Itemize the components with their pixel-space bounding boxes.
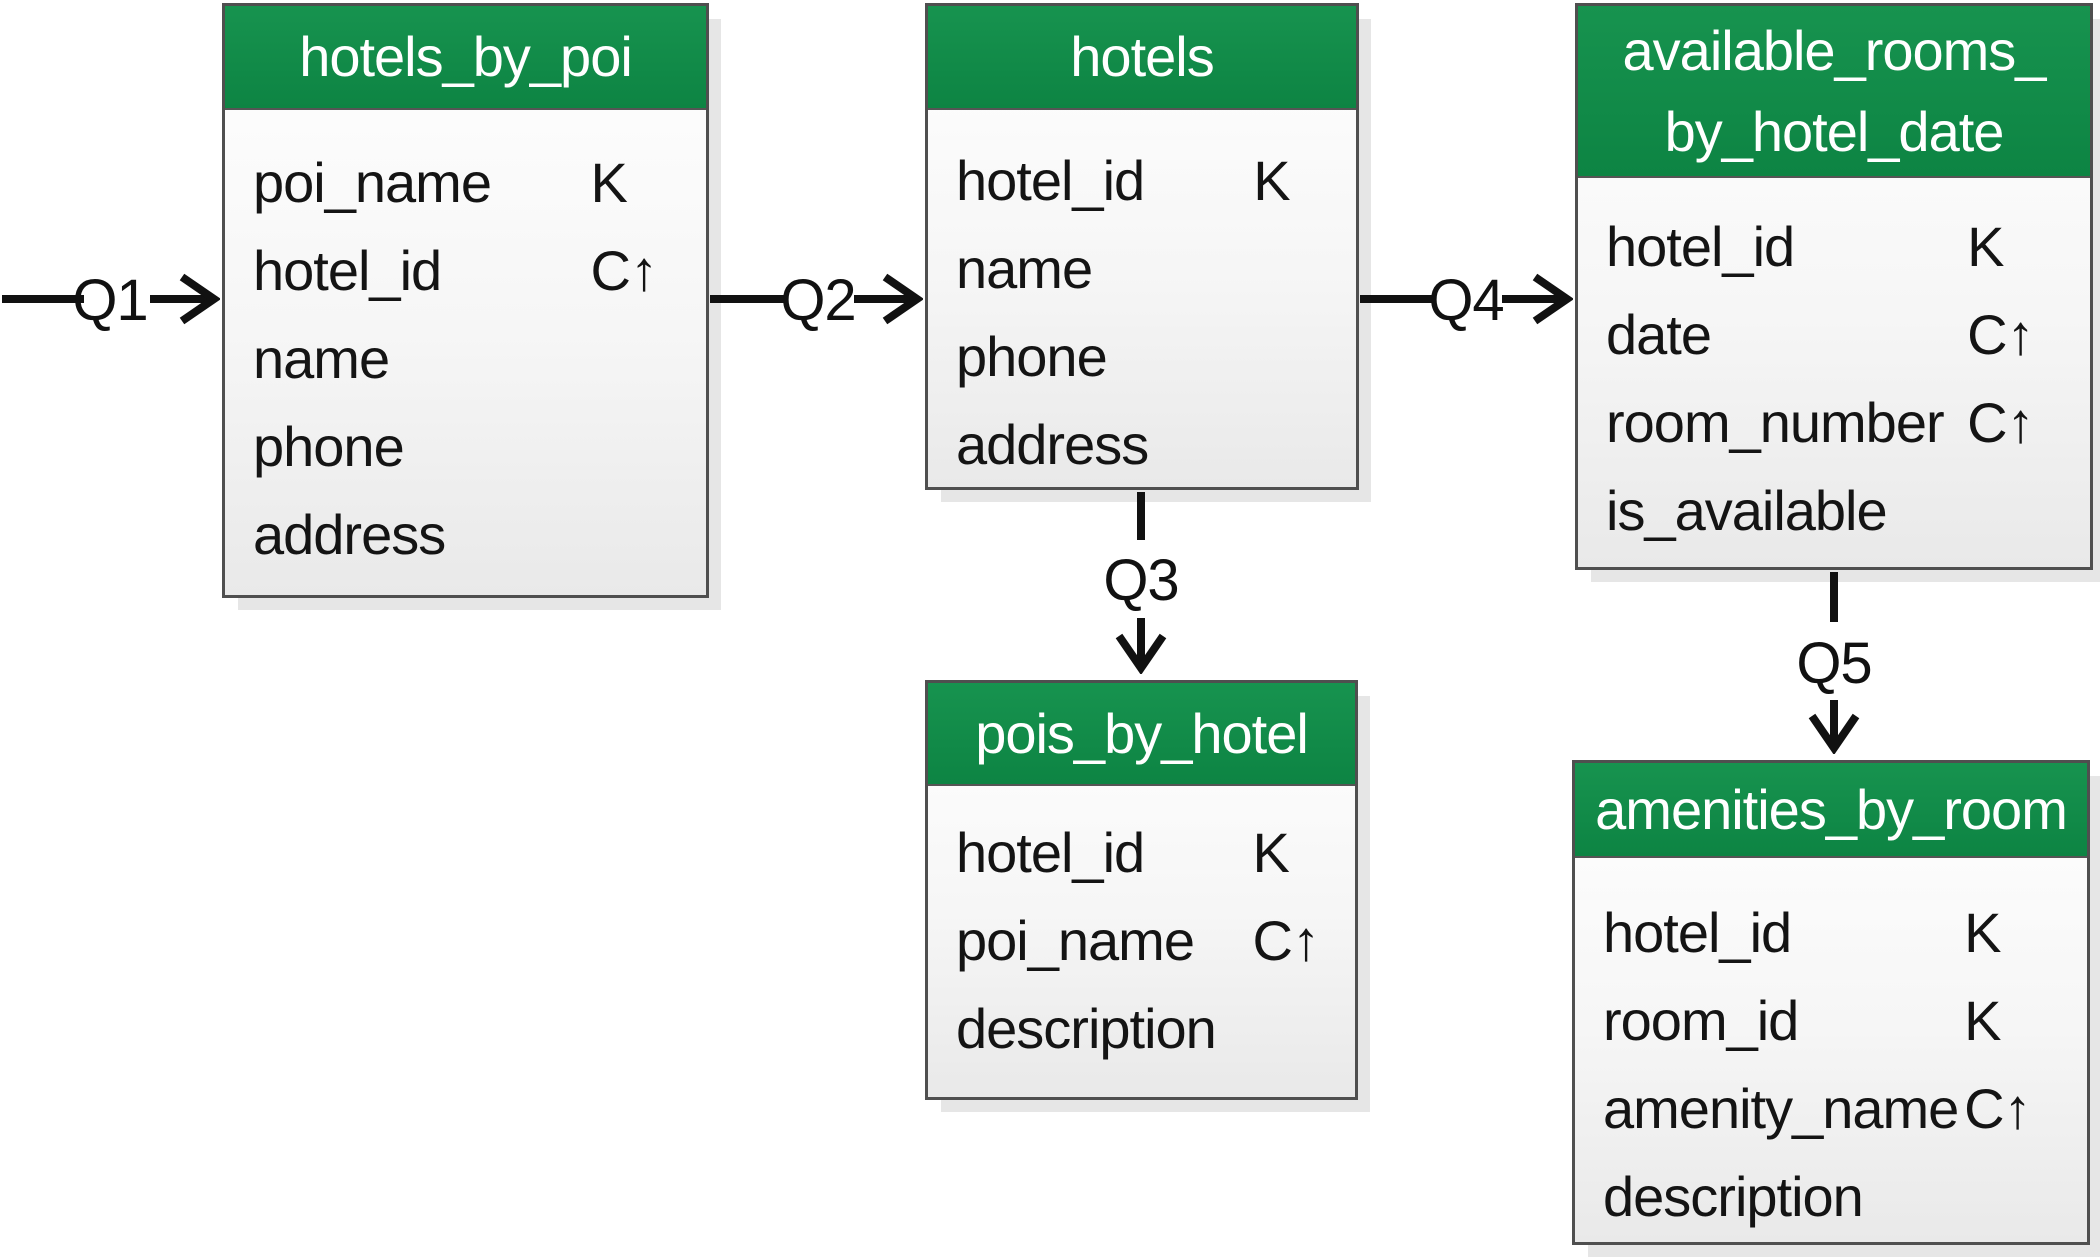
field-row: description bbox=[928, 984, 1355, 1072]
clustering-key-badge: C↑ bbox=[1964, 1076, 2031, 1140]
table-available-rooms-by-hotel-date: available_rooms_ by_hotel_date hotel_id … bbox=[1575, 3, 2093, 570]
table-body: hotel_id K date C↑ room_number C↑ is_ava… bbox=[1578, 178, 2090, 554]
column-name: poi_name bbox=[956, 908, 1195, 972]
table-amenities-by-room: amenities_by_room hotel_id K room_id K a… bbox=[1572, 760, 2090, 1245]
clustering-key-badge: C↑ bbox=[1967, 302, 2034, 366]
partition-key-badge: K bbox=[1964, 900, 2001, 964]
table-header: hotels_by_poi bbox=[225, 6, 706, 110]
table-header: available_rooms_ by_hotel_date bbox=[1578, 6, 2090, 178]
table-hotels-by-poi: hotels_by_poi poi_name K hotel_id C↑ nam… bbox=[222, 3, 709, 598]
clustering-key-badge: C↑ bbox=[590, 238, 658, 302]
field-row: phone bbox=[225, 402, 706, 490]
table-title: hotels bbox=[1070, 25, 1214, 88]
column-name: date bbox=[1606, 302, 1712, 366]
table-title: hotels_by_poi bbox=[299, 25, 633, 88]
table-title: available_rooms_ by_hotel_date bbox=[1622, 18, 2047, 163]
field-row: address bbox=[928, 400, 1356, 488]
partition-key-badge: K bbox=[1253, 148, 1290, 212]
query-label: Q5 bbox=[1796, 631, 1871, 696]
column-name: description bbox=[1603, 1164, 1864, 1228]
column-name: room_number bbox=[1606, 390, 1945, 454]
table-title: amenities_by_room bbox=[1595, 777, 2068, 841]
table-body: hotel_id K name phone address bbox=[928, 110, 1356, 488]
column-name: is_available bbox=[1606, 478, 1888, 542]
table-header: hotels bbox=[928, 6, 1356, 110]
query-q3-arrow: Q3 bbox=[1103, 492, 1180, 668]
clustering-key-badge: C↑ bbox=[1967, 390, 2034, 454]
table-pois-by-hotel: pois_by_hotel hotel_id K poi_name C↑ des… bbox=[925, 680, 1358, 1100]
field-row: description bbox=[1575, 1152, 2087, 1240]
field-row: poi_name K bbox=[225, 138, 706, 226]
query-q5-arrow: Q5 bbox=[1796, 572, 1873, 748]
field-row: address bbox=[225, 490, 706, 578]
field-row: hotel_id K bbox=[1578, 202, 2090, 290]
column-name: amenity_name bbox=[1603, 1076, 1959, 1140]
field-row: hotel_id K bbox=[1575, 888, 2087, 976]
field-row: room_number C↑ bbox=[1578, 378, 2090, 466]
column-name: address bbox=[956, 412, 1149, 476]
table-body: poi_name K hotel_id C↑ name phone addres… bbox=[225, 110, 706, 578]
clustering-key-badge: C↑ bbox=[1252, 908, 1320, 972]
table-body: hotel_id K room_id K amenity_name C↑ des… bbox=[1575, 858, 2087, 1240]
field-row: name bbox=[225, 314, 706, 402]
query-label: Q4 bbox=[1428, 268, 1503, 333]
table-header: pois_by_hotel bbox=[928, 683, 1355, 786]
field-row: poi_name C↑ bbox=[928, 896, 1355, 984]
field-row: phone bbox=[928, 312, 1356, 400]
column-name: description bbox=[956, 996, 1217, 1060]
field-row: amenity_name C↑ bbox=[1575, 1064, 2087, 1152]
table-header: amenities_by_room bbox=[1575, 763, 2087, 858]
column-name: name bbox=[956, 236, 1093, 300]
table-hotels: hotels hotel_id K name phone address bbox=[925, 3, 1359, 490]
column-name: hotel_id bbox=[253, 238, 442, 302]
table-body: hotel_id K poi_name C↑ description bbox=[928, 786, 1355, 1072]
partition-key-badge: K bbox=[590, 150, 628, 214]
query-q4-arrow: Q4 bbox=[1360, 268, 1567, 333]
query-q1-arrow: Q1 bbox=[2, 268, 214, 333]
partition-key-badge: K bbox=[1964, 988, 2001, 1052]
column-name: phone bbox=[956, 324, 1108, 388]
field-row: hotel_id K bbox=[928, 136, 1356, 224]
query-label: Q2 bbox=[780, 268, 855, 333]
field-row: name bbox=[928, 224, 1356, 312]
column-name: hotel_id bbox=[956, 148, 1145, 212]
field-row: is_available bbox=[1578, 466, 2090, 554]
column-name: hotel_id bbox=[1603, 900, 1792, 964]
query-label: Q3 bbox=[1103, 548, 1178, 613]
query-label: Q1 bbox=[72, 268, 147, 333]
partition-key-badge: K bbox=[1967, 214, 2004, 278]
column-name: poi_name bbox=[253, 150, 492, 214]
query-q2-arrow: Q2 bbox=[710, 268, 917, 333]
field-row: room_id K bbox=[1575, 976, 2087, 1064]
column-name: hotel_id bbox=[1606, 214, 1795, 278]
field-row: hotel_id K bbox=[928, 808, 1355, 896]
column-name: room_id bbox=[1603, 988, 1799, 1052]
table-title: pois_by_hotel bbox=[975, 701, 1309, 765]
column-name: hotel_id bbox=[956, 820, 1145, 884]
column-name: phone bbox=[253, 414, 405, 478]
field-row: date C↑ bbox=[1578, 290, 2090, 378]
field-row: hotel_id C↑ bbox=[225, 226, 706, 314]
column-name: name bbox=[253, 326, 390, 390]
partition-key-badge: K bbox=[1252, 820, 1290, 884]
column-name: address bbox=[253, 502, 446, 566]
